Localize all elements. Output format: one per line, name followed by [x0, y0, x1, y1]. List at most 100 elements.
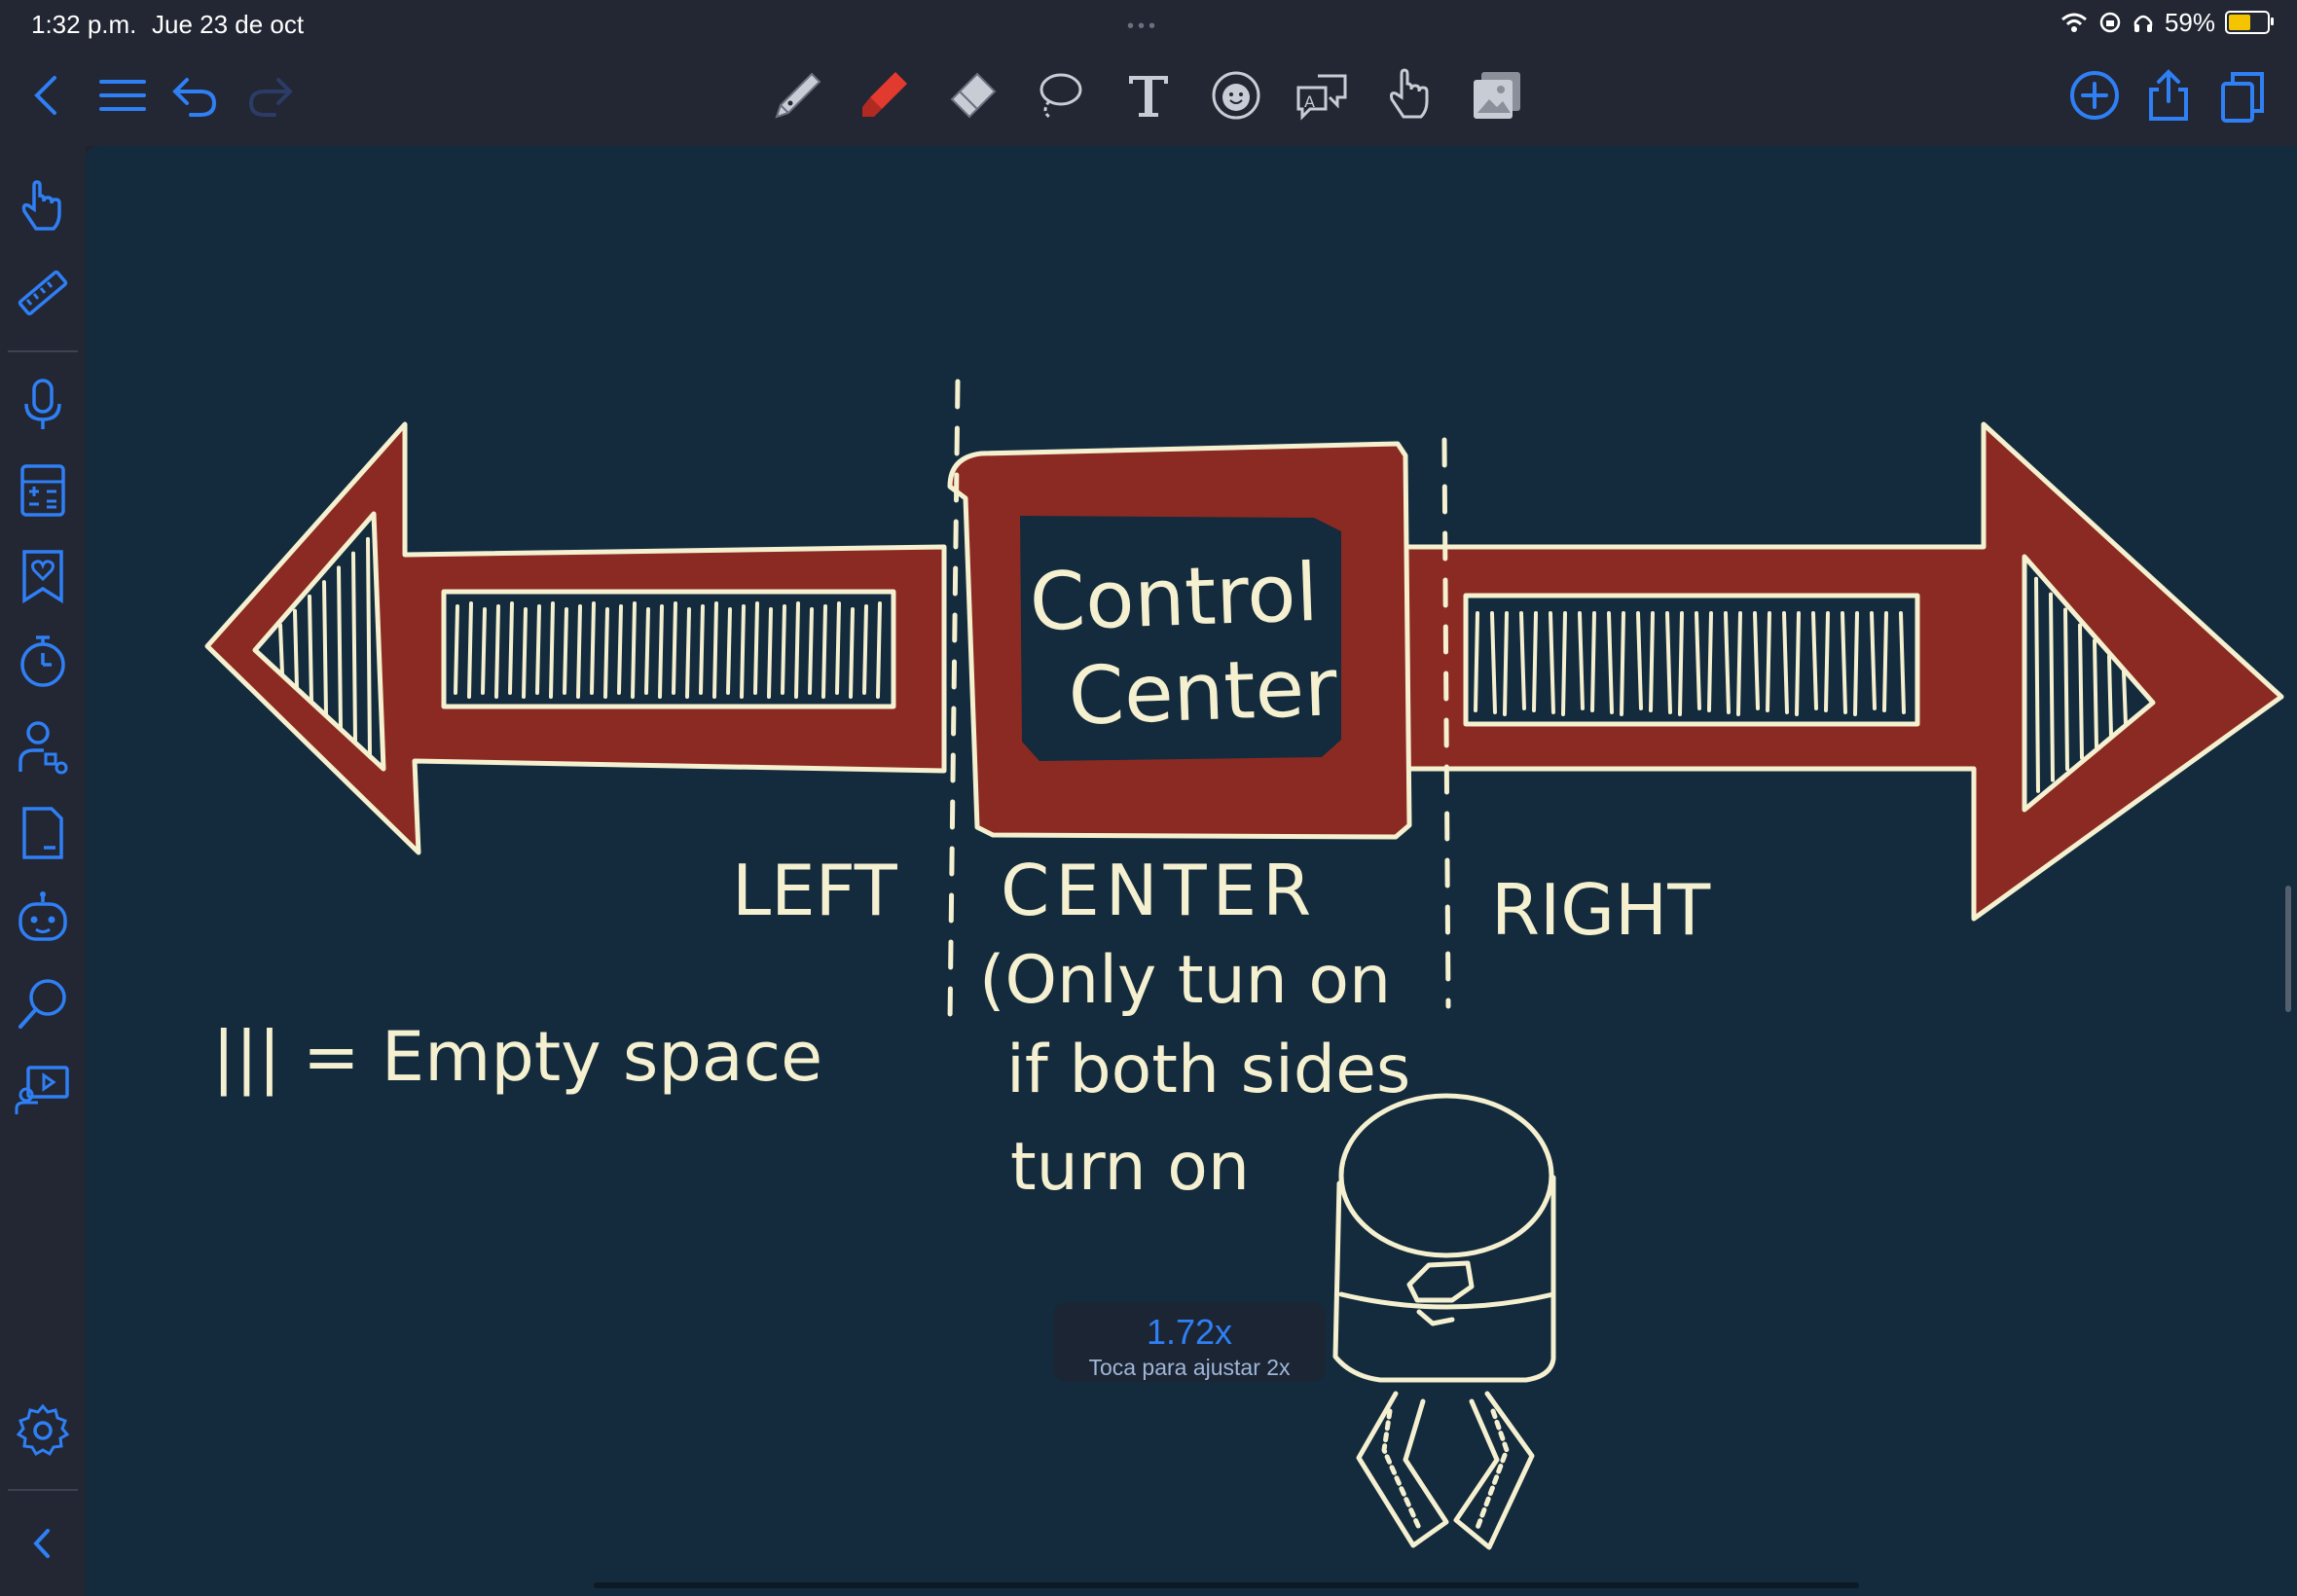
- hatch-stroke: [753, 601, 759, 695]
- hatch-stroke: [549, 601, 555, 699]
- left-arrow-inner-bar: [441, 589, 896, 709]
- hatch-stroke: [351, 551, 357, 745]
- hatch-stroke: [794, 601, 800, 699]
- empty-space-hatching: [278, 536, 2128, 793]
- hatch-stroke: [1519, 611, 1526, 710]
- control-center-label-line2: Center: [1067, 641, 1338, 744]
- hatch-stroke: [590, 601, 596, 695]
- hatch-stroke: [322, 580, 328, 717]
- hatch-stroke: [1782, 611, 1789, 714]
- image-icon[interactable]: [1466, 64, 1528, 127]
- hatch-stroke: [740, 604, 746, 699]
- hatch-stroke: [658, 604, 664, 699]
- presentation-icon[interactable]: [10, 1057, 76, 1123]
- document-icon[interactable]: [10, 800, 76, 866]
- hand-pointer-icon[interactable]: [1378, 64, 1440, 127]
- hatch-stroke: [699, 604, 705, 695]
- control-center-label-line1: Control: [1028, 547, 1320, 649]
- hatch-stroke: [467, 601, 473, 699]
- hatch-stroke: [781, 604, 786, 695]
- vertical-scroll-indicator[interactable]: [2285, 886, 2291, 1012]
- hatch-stroke: [308, 594, 313, 704]
- separator-line-right: [1441, 437, 1451, 1009]
- translate-icon[interactable]: A: [1291, 64, 1353, 127]
- assistant-icon[interactable]: [10, 886, 76, 952]
- hatch-stroke: [2063, 607, 2069, 772]
- hatch-stroke: [293, 608, 299, 690]
- hatch-stroke: [767, 607, 773, 699]
- menu-lines-icon[interactable]: [91, 64, 154, 127]
- zoom-toast[interactable]: 1.72x Toca para ajustar 2x: [1053, 1302, 1326, 1382]
- hand-touch-icon[interactable]: [10, 173, 76, 239]
- hatch-stroke: [2093, 638, 2098, 749]
- favorites-icon[interactable]: [10, 543, 76, 609]
- hatch-stroke: [617, 604, 623, 695]
- home-indicator[interactable]: [594, 1582, 1859, 1588]
- sidebar-divider: [8, 1489, 78, 1491]
- timer-icon[interactable]: [10, 629, 76, 695]
- hatch-stroke: [2049, 592, 2055, 782]
- hatch-stroke: [1636, 611, 1643, 710]
- eraser-icon[interactable]: [940, 64, 1003, 127]
- hatch-stroke: [508, 601, 514, 695]
- hatch-stroke: [644, 607, 650, 695]
- sticker-icon[interactable]: [1205, 64, 1267, 127]
- hatch-stroke: [454, 604, 459, 695]
- left-arrow-inner-triangle: [252, 511, 386, 772]
- robot-claw-drawing: [1332, 1093, 1556, 1550]
- text-icon[interactable]: [1117, 64, 1180, 127]
- headphones-icon: [2133, 15, 2153, 32]
- status-date: Jue 23 de oct: [152, 10, 305, 39]
- ruler-icon[interactable]: [10, 261, 76, 327]
- status-bar: 1:32 p.m. Jue 23 de oct ••• 59%: [0, 0, 2297, 45]
- hatch-stroke: [1870, 611, 1877, 710]
- pen-icon[interactable]: [765, 64, 827, 127]
- hatch-stroke: [1899, 611, 1906, 714]
- hatch-stroke: [672, 601, 677, 695]
- sidebar-divider: [8, 350, 78, 352]
- left-sidebar: [0, 146, 86, 1596]
- multitasking-dots[interactable]: •••: [1127, 16, 1160, 37]
- hatch-stroke: [1811, 611, 1818, 710]
- back-chevron-icon[interactable]: [18, 64, 80, 127]
- hatch-stroke: [1841, 611, 1847, 714]
- pages-icon[interactable]: [2211, 64, 2274, 127]
- hatch-stroke: [1707, 611, 1713, 712]
- hatch-stroke: [2034, 576, 2040, 793]
- hatch-stroke: [808, 607, 814, 695]
- microphone-icon[interactable]: [10, 372, 76, 438]
- share-icon[interactable]: [2137, 64, 2200, 127]
- hatch-stroke: [712, 601, 718, 699]
- add-page-icon[interactable]: [2063, 64, 2126, 127]
- legend-note: ||| = Empty space: [212, 1017, 822, 1097]
- zoom-hint: Toca para ajustar 2x: [1088, 1355, 1291, 1380]
- undo-icon[interactable]: [164, 64, 226, 127]
- hatch-stroke: [1549, 611, 1555, 714]
- hatch-stroke: [563, 607, 568, 695]
- redo-icon[interactable]: [239, 64, 302, 127]
- hatch-stroke: [1607, 611, 1614, 714]
- shapes-icon[interactable]: [10, 714, 76, 780]
- hatch-stroke: [876, 601, 882, 699]
- hatch-stroke: [1474, 611, 1479, 712]
- hatch-stroke: [1490, 611, 1497, 714]
- hatch-stroke: [366, 536, 372, 759]
- hatch-stroke: [576, 604, 582, 699]
- hatch-stroke: [1590, 611, 1596, 712]
- hatch-stroke: [1724, 611, 1731, 714]
- settings-icon[interactable]: [10, 1397, 76, 1464]
- handwritten-drawing: Control Center LEFT CENTER RIGHT (Only t…: [204, 379, 2284, 1550]
- hatch-stroke: [821, 604, 827, 699]
- collapse-chevron-icon[interactable]: [10, 1510, 76, 1577]
- hatch-stroke: [849, 607, 855, 699]
- battery-percentage: 59%: [2164, 7, 2215, 37]
- status-indicators: 59%: [2060, 7, 2274, 37]
- lasso-icon[interactable]: [1028, 64, 1090, 127]
- search-icon[interactable]: [10, 971, 76, 1037]
- highlighter-icon[interactable]: [853, 64, 915, 127]
- note-line-1: (Only tun on: [979, 942, 1391, 1019]
- calculator-icon[interactable]: [10, 457, 76, 524]
- hatch-stroke: [603, 607, 609, 699]
- hatch-stroke: [835, 601, 841, 695]
- toolbar: A: [0, 45, 2297, 146]
